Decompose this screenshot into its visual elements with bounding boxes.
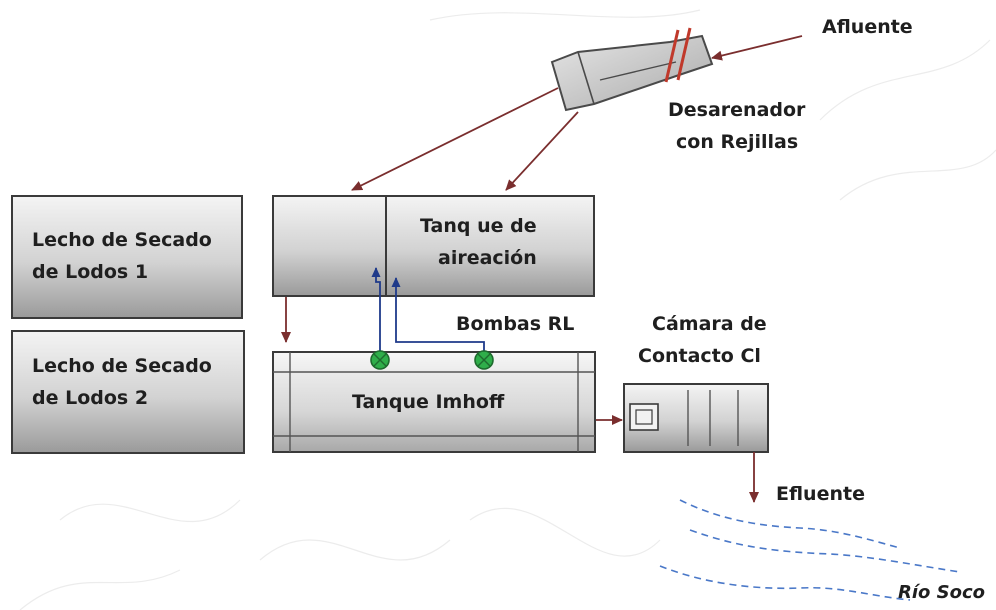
lecho-secado-1-label-line1: Lecho de Secado bbox=[32, 229, 212, 251]
lecho-secado-2-label-line1: Lecho de Secado bbox=[32, 355, 212, 377]
river-lines bbox=[659, 499, 961, 601]
recirculation-pipe-2 bbox=[391, 277, 485, 356]
recirculation-pipe-1 bbox=[371, 267, 381, 356]
desarenador-label-line1: Desarenador bbox=[668, 99, 806, 121]
desarenador-to-tank-arrow-left bbox=[351, 87, 559, 191]
lecho-secado-1-box: Lecho de Secado de Lodos 1 bbox=[11, 195, 243, 319]
camara-contacto-box bbox=[623, 383, 769, 453]
lecho-secado-2-label-line2: de Lodos 2 bbox=[32, 387, 148, 409]
tanque-imhoff-label: Tanque Imhoff bbox=[352, 391, 505, 413]
pump-2-icon bbox=[474, 350, 494, 370]
lecho-secado-2-box: Lecho de Secado de Lodos 2 bbox=[11, 330, 245, 454]
bombas-label: Bombas RL bbox=[456, 313, 574, 335]
desarenador-to-tank-arrow-right bbox=[505, 111, 579, 191]
pump-1-icon bbox=[370, 350, 390, 370]
camara-label-line1: Cámara de bbox=[652, 313, 767, 335]
rio-soco-label: Río Soco bbox=[898, 582, 985, 603]
tanque-aireacion-label-line1: Tanq ue de bbox=[420, 215, 537, 237]
tanque-imhoff-box: Tanque Imhoff bbox=[272, 351, 596, 453]
tanque-aireacion-box: Tanq ue de aireación bbox=[272, 195, 595, 297]
camara-label-line2: Contacto Cl bbox=[638, 345, 761, 367]
desarenador-label-line2: con Rejillas bbox=[676, 131, 798, 153]
efluente-label: Efluente bbox=[776, 483, 865, 505]
background-watermark bbox=[19, 9, 996, 610]
tanque-aireacion-label-line2: aireación bbox=[438, 247, 537, 269]
screen-bars-icon bbox=[664, 27, 692, 83]
afluente-arrow bbox=[711, 35, 803, 61]
lecho-secado-1-label-line2: de Lodos 1 bbox=[32, 261, 148, 283]
afluente-label: Afluente bbox=[822, 16, 913, 38]
